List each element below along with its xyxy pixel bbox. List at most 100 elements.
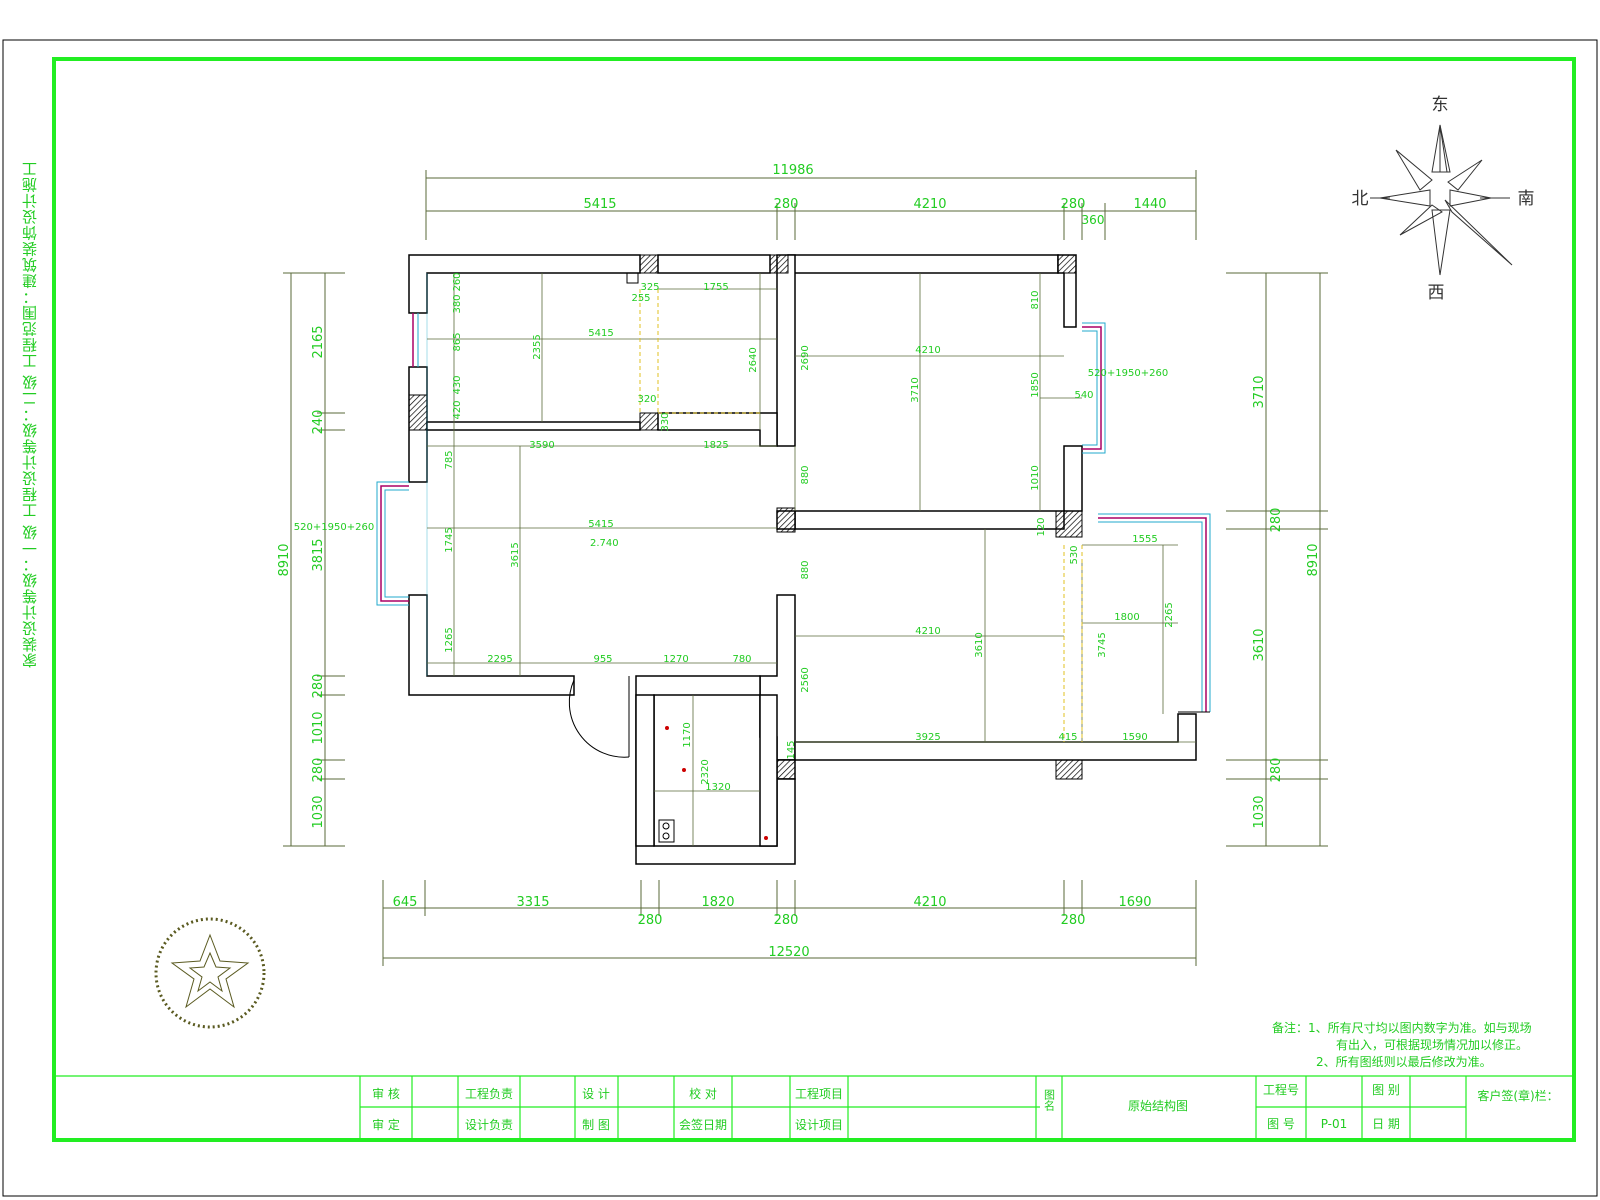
int-dim: 2355	[532, 334, 543, 359]
note-line-1: 备注：1、所有尺寸均以图内数字为准。如与现场	[1272, 1020, 1532, 1035]
compass-north: 北	[1352, 189, 1369, 209]
dim-right-3: 3610	[1252, 628, 1267, 661]
compass-east: 东	[1432, 95, 1449, 115]
int-dim: 1800	[1114, 612, 1139, 623]
int-dim: 955	[593, 654, 612, 665]
window-label-left: 520+1950+260	[294, 522, 374, 533]
int-dim: 865	[452, 332, 463, 351]
int-dim: 260	[452, 272, 463, 291]
int-dim: 320	[637, 394, 656, 405]
tb-gcxiangmu: 工程项目	[795, 1086, 843, 1101]
dim-left-2: 240	[311, 410, 326, 435]
int-dim: 420	[452, 400, 463, 419]
int-dim: 415	[1058, 732, 1077, 743]
title-block	[56, 1075, 1572, 1138]
tb-tubie: 图 别	[1372, 1083, 1400, 1097]
green-border	[52, 57, 1576, 1142]
tb-jiaodui: 校 对	[689, 1086, 717, 1101]
dim-left-4: 280	[311, 674, 326, 699]
note-line-3: 2、所有图纸则以最后修改为准。	[1316, 1054, 1492, 1069]
int-dim: 4210	[915, 345, 940, 356]
tb-sheji: 设 计	[582, 1087, 610, 1101]
int-dim: 5415	[588, 519, 613, 530]
dim-right-2: 280	[1269, 508, 1284, 533]
int-dim: 2690	[800, 345, 811, 370]
int-dim: 1010	[1030, 465, 1041, 490]
dim-left-5: 1010	[311, 711, 326, 744]
dim-top-total: 11986	[772, 163, 813, 178]
dim-top-1: 5415	[583, 197, 616, 212]
dim-left-total: 8910	[277, 543, 292, 576]
int-dim: 4210	[915, 626, 940, 637]
compass-west: 西	[1428, 283, 1445, 303]
dim-bottom-4: 1820	[701, 895, 734, 910]
int-dim: 3745	[1097, 632, 1108, 657]
dim-top-5: 360	[1082, 213, 1105, 227]
dim-top-2: 280	[774, 197, 799, 212]
tb-zhitu: 制 图	[582, 1118, 610, 1132]
tb-huiqian: 会签日期	[679, 1117, 727, 1132]
dimension-lines	[283, 170, 1328, 966]
tb-riqi: 日 期	[1372, 1117, 1400, 1131]
elevation-mark: 2.740	[590, 538, 619, 549]
note-line-2: 有出入，可根据现场情况加以修正。	[1336, 1037, 1528, 1052]
tb-gcfuze: 工程负责	[465, 1086, 513, 1101]
int-dim: 1850	[1030, 372, 1041, 397]
dim-bottom-8: 1690	[1118, 895, 1151, 910]
dim-right-total: 8910	[1306, 543, 1321, 576]
dim-top-3: 4210	[913, 197, 946, 212]
int-dim: 3610	[974, 632, 985, 657]
int-dim: 380	[452, 294, 463, 313]
columns	[408, 254, 1083, 780]
tb-tuhao: 图 号	[1267, 1117, 1295, 1131]
tree-icon	[154, 917, 266, 1029]
int-dim: 780	[732, 654, 751, 665]
dim-bottom-1: 645	[393, 895, 418, 910]
int-dim: 255	[631, 293, 650, 304]
dim-bottom-total: 12520	[768, 945, 809, 960]
tb-tuming: 图名	[1043, 1089, 1056, 1111]
compass-icon: 东 南 西 北	[1352, 95, 1535, 303]
tb-gchao: 工程号	[1263, 1082, 1299, 1097]
int-dim: 785	[444, 450, 455, 469]
int-dim: 2265	[1164, 602, 1175, 627]
dim-bottom-7: 280	[1061, 913, 1086, 928]
int-dim: 3925	[915, 732, 940, 743]
dim-bottom-5: 280	[774, 913, 799, 928]
int-dim: 3615	[510, 542, 521, 567]
int-dim: 880	[800, 560, 811, 579]
int-dim: 540	[1074, 390, 1093, 401]
tb-drawing-name: 原始结构图	[1128, 1098, 1188, 1113]
int-dim: 430	[452, 375, 463, 394]
int-dim: 1320	[705, 782, 730, 793]
int-dim: 1590	[1122, 732, 1147, 743]
dim-left-3: 3815	[311, 538, 326, 571]
tb-drawing-no: P-01	[1321, 1117, 1348, 1131]
compass-south: 南	[1518, 189, 1535, 209]
dim-bottom-2: 3315	[516, 895, 549, 910]
dim-bottom-6: 4210	[913, 895, 946, 910]
dim-right-1: 3710	[1252, 375, 1267, 408]
int-dim: 1745	[444, 527, 455, 552]
int-dim: 2295	[487, 654, 512, 665]
int-dim: 810	[1030, 290, 1041, 309]
int-dim: 1555	[1132, 534, 1157, 545]
dim-top-6: 1440	[1133, 197, 1166, 212]
tb-shenhe: 审 核	[372, 1086, 400, 1101]
entry-door	[568, 676, 630, 758]
int-dim: 1270	[663, 654, 688, 665]
int-dim: 1825	[703, 440, 728, 451]
int-dim: 880	[800, 465, 811, 484]
int-dim: 5415	[588, 328, 613, 339]
int-dim: 145	[786, 740, 797, 759]
tb-sjfuze: 设计负责	[465, 1118, 513, 1132]
int-dim: 1755	[703, 282, 728, 293]
dim-bottom-3: 280	[638, 913, 663, 928]
dim-left-1: 2165	[311, 325, 326, 358]
int-dim: 2320	[700, 759, 711, 784]
dim-left-6: 280	[311, 758, 326, 783]
dim-right-4: 280	[1269, 758, 1284, 783]
int-dim: 120	[1036, 517, 1047, 536]
int-dim: 530	[1069, 545, 1080, 564]
